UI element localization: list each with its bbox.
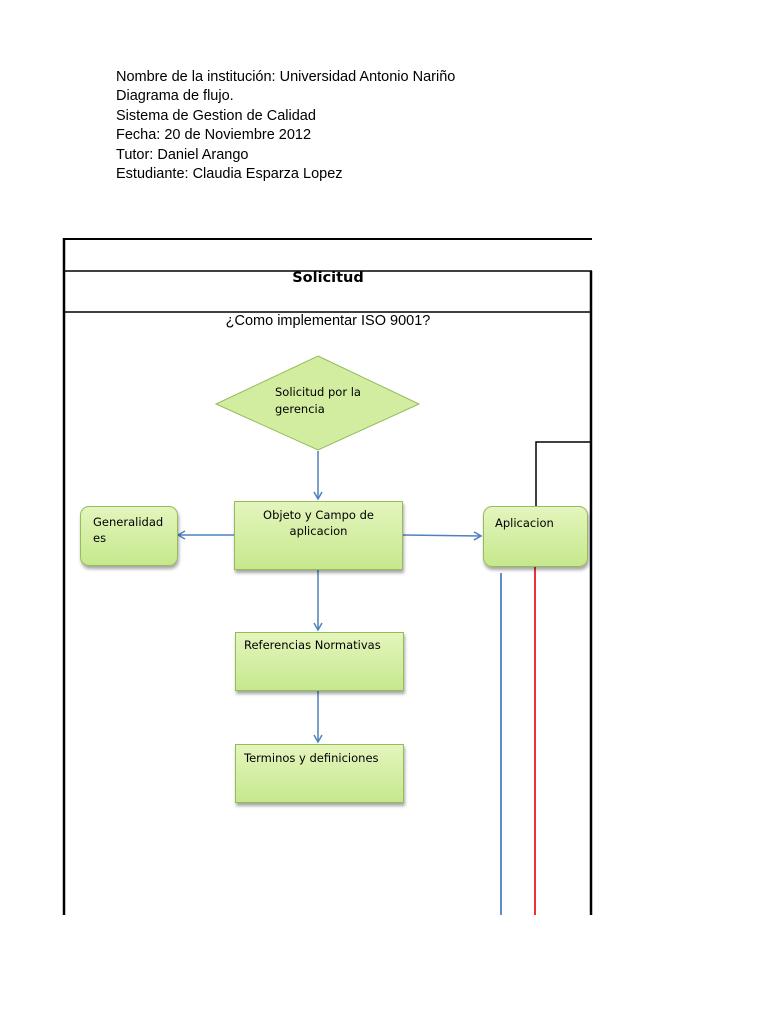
objeto-node: Objeto y Campo de aplicacion bbox=[234, 501, 403, 570]
objeto-node-label: Objeto y Campo de aplicacion bbox=[263, 508, 374, 538]
tutor-line: Tutor: Daniel Arango bbox=[116, 146, 249, 163]
connector-aplicacion-right bbox=[535, 441, 592, 506]
aplicacion-node: Aplicacion bbox=[483, 506, 588, 567]
generalidades-node-label: Generalidad es bbox=[93, 515, 164, 545]
terminos-node: Terminos y definiciones bbox=[235, 744, 404, 803]
referencias-node-label: Referencias Normativas bbox=[244, 638, 381, 652]
institution-line: Nombre de la institución: Universidad An… bbox=[116, 69, 456, 85]
section-title: Solicitud bbox=[292, 270, 364, 286]
start-diamond bbox=[214, 355, 421, 451]
start-node-label: Solicitud por la gerencia bbox=[275, 385, 361, 416]
aplicacion-node-label: Aplicacion bbox=[495, 516, 554, 530]
system-line: Sistema de Gestion de Calidad bbox=[116, 107, 316, 124]
doc-type-line: Diagrama de flujo. bbox=[116, 88, 234, 105]
student-line: Estudiante: Claudia Esparza Lopez bbox=[116, 166, 343, 183]
question-text: ¿Como implementar ISO 9001? bbox=[225, 313, 431, 329]
referencias-node: Referencias Normativas bbox=[235, 632, 404, 691]
terminos-node-label: Terminos y definiciones bbox=[244, 751, 379, 765]
document-header: Nombre de la institución: Universidad An… bbox=[116, 68, 455, 184]
date-line: Fecha: 20 de Noviembre 2012 bbox=[116, 127, 312, 144]
generalidades-node: Generalidad es bbox=[80, 506, 178, 566]
arrow-objeto-to-aplicacion bbox=[402, 531, 483, 541]
